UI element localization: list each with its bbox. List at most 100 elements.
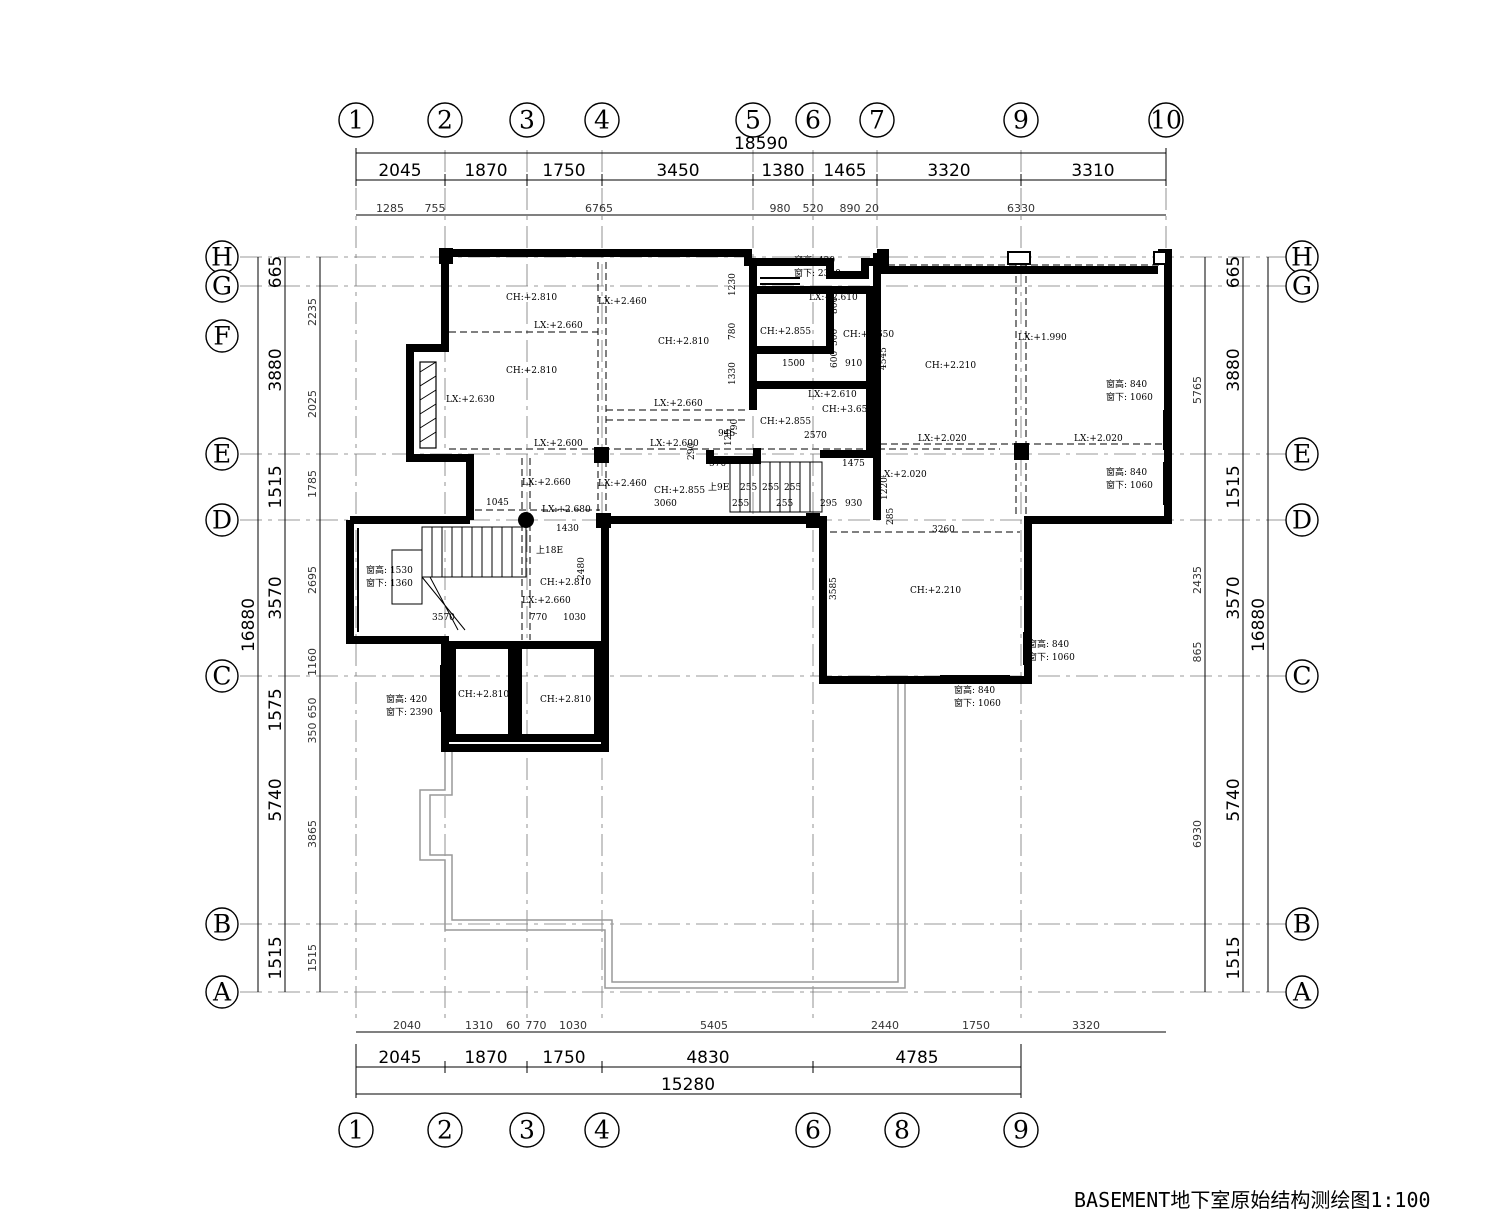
svg-text:3570: 3570 <box>432 613 455 623</box>
svg-text:4: 4 <box>594 106 610 135</box>
axis-bubble: D <box>1285 503 1319 537</box>
svg-text:3450: 3450 <box>656 161 699 181</box>
svg-text:780: 780 <box>728 323 738 340</box>
svg-text:1380: 1380 <box>761 161 804 181</box>
svg-text:2040: 2040 <box>393 1019 421 1032</box>
svg-text:CH:+2.810: CH:+2.810 <box>506 293 557 303</box>
svg-text:790: 790 <box>730 419 740 436</box>
axis-bubble: 3 <box>509 1112 545 1148</box>
axis-bubble: 9 <box>1003 102 1039 138</box>
svg-text:10: 10 <box>1150 106 1182 135</box>
svg-text:600: 600 <box>830 351 840 368</box>
svg-text:LX:+2.610: LX:+2.610 <box>808 390 857 400</box>
svg-text:6: 6 <box>805 1116 821 1145</box>
svg-text:8: 8 <box>894 1116 910 1145</box>
svg-text:5740: 5740 <box>1224 778 1244 821</box>
svg-text:2480: 2480 <box>577 557 587 580</box>
svg-text:CH:+2.855: CH:+2.855 <box>760 417 811 427</box>
svg-text:窗高: 1530: 窗高: 1530 <box>366 564 413 576</box>
svg-text:1430: 1430 <box>556 524 579 534</box>
svg-text:A: A <box>1292 978 1312 1007</box>
svg-text:1: 1 <box>348 106 364 135</box>
svg-text:LX:+2.630: LX:+2.630 <box>446 395 495 405</box>
axis-bubble: G <box>1285 269 1319 303</box>
svg-text:3310: 3310 <box>1071 161 1114 181</box>
axis-bubble: B <box>1285 907 1319 941</box>
svg-text:窗下: 1060: 窗下: 1060 <box>954 697 1001 709</box>
axis-right: H G E D C B A <box>1285 240 1319 1009</box>
room-dims: 1230 780 1330 1500 910 800 500 600 2570 … <box>432 273 955 712</box>
axis-bubble: E <box>1285 437 1319 471</box>
svg-text:LX:+2.600: LX:+2.600 <box>650 439 699 449</box>
svg-text:9: 9 <box>1013 1116 1029 1145</box>
svg-text:C: C <box>1292 662 1311 691</box>
svg-text:CH:+2.810: CH:+2.810 <box>540 578 591 588</box>
svg-text:窗下: 2390: 窗下: 2390 <box>794 267 841 279</box>
svg-text:LX:+2.660: LX:+2.660 <box>522 478 571 488</box>
svg-text:290: 290 <box>687 443 697 460</box>
svg-text:1160: 1160 <box>306 648 319 676</box>
axis-bubble: 1 <box>338 1112 374 1148</box>
svg-text:255: 255 <box>740 483 757 493</box>
svg-text:3880: 3880 <box>266 348 286 391</box>
svg-text:1515: 1515 <box>1224 465 1244 508</box>
stair-main <box>391 526 527 631</box>
svg-text:1475: 1475 <box>842 459 865 469</box>
svg-text:1: 1 <box>348 1116 364 1145</box>
axis-bottom: 1 2 3 4 6 8 9 <box>338 1112 1039 1148</box>
svg-text:1045: 1045 <box>486 498 509 508</box>
svg-text:5: 5 <box>745 106 761 135</box>
svg-text:4830: 4830 <box>686 1048 729 1068</box>
svg-text:3: 3 <box>519 106 535 135</box>
svg-text:1515: 1515 <box>1224 936 1244 979</box>
svg-text:16880: 16880 <box>239 598 259 652</box>
svg-text:1320: 1320 <box>510 689 520 712</box>
svg-text:3320: 3320 <box>927 161 970 181</box>
svg-text:窗高: 420: 窗高: 420 <box>794 254 835 266</box>
axis-bubble: 9 <box>1003 1112 1039 1148</box>
svg-text:1030: 1030 <box>559 1019 587 1032</box>
svg-text:2: 2 <box>437 1116 453 1145</box>
svg-text:1230: 1230 <box>728 273 738 296</box>
svg-text:1750: 1750 <box>542 161 585 181</box>
axis-bubble: 1 <box>338 102 374 138</box>
svg-text:CH:+2.810: CH:+2.810 <box>458 690 509 700</box>
axis-left: H G F E D C B A <box>205 240 239 1009</box>
annotations: CH:+2.810 LX:+2.460 LX:+2.660 CH:+2.810 … <box>366 254 1153 718</box>
svg-text:A: A <box>212 978 232 1007</box>
svg-text:LX:+2.660: LX:+2.660 <box>534 321 583 331</box>
svg-text:D: D <box>212 506 232 535</box>
garden-outline-inner <box>429 680 899 983</box>
svg-text:650: 650 <box>306 698 319 719</box>
bottom-dimensions: 2040 1310 60 770 1030 5405 2440 1750 332… <box>355 1019 1166 1098</box>
svg-text:285: 285 <box>886 508 896 525</box>
svg-text:665: 665 <box>266 256 286 288</box>
svg-text:755: 755 <box>425 202 446 215</box>
svg-text:770: 770 <box>526 1019 547 1032</box>
svg-text:窗下: 1060: 窗下: 1060 <box>1106 391 1153 403</box>
axis-bubble: 6 <box>795 102 831 138</box>
svg-text:800: 800 <box>830 297 840 314</box>
left-dimensions: 16880 665 3880 1515 3570 1575 5740 1515 … <box>239 256 321 992</box>
svg-text:窗高: 840: 窗高: 840 <box>954 684 995 696</box>
svg-text:上9E: 上9E <box>708 482 729 493</box>
svg-text:255: 255 <box>784 483 801 493</box>
svg-text:3060: 3060 <box>654 499 677 509</box>
svg-text:945: 945 <box>718 429 735 439</box>
svg-text:E: E <box>213 440 231 469</box>
svg-text:7: 7 <box>869 106 885 135</box>
axis-bubble: 5 <box>735 102 771 138</box>
axis-bubble: 3 <box>509 102 545 138</box>
svg-text:CH:+3.650: CH:+3.650 <box>843 330 894 340</box>
svg-text:1750: 1750 <box>962 1019 990 1032</box>
svg-text:窗下: 1060: 窗下: 1060 <box>1106 479 1153 491</box>
svg-text:255: 255 <box>762 483 779 493</box>
svg-text:3: 3 <box>519 1116 535 1145</box>
axis-bubble: C <box>205 659 239 693</box>
axis-top: 1 2 3 4 5 6 7 9 10 <box>338 102 1184 138</box>
svg-text:3865: 3865 <box>306 820 319 848</box>
svg-text:窗下: 2390: 窗下: 2390 <box>386 706 433 718</box>
svg-text:1465: 1465 <box>823 161 866 181</box>
svg-text:LX:+2.660: LX:+2.660 <box>522 596 571 606</box>
svg-text:1515: 1515 <box>266 936 286 979</box>
